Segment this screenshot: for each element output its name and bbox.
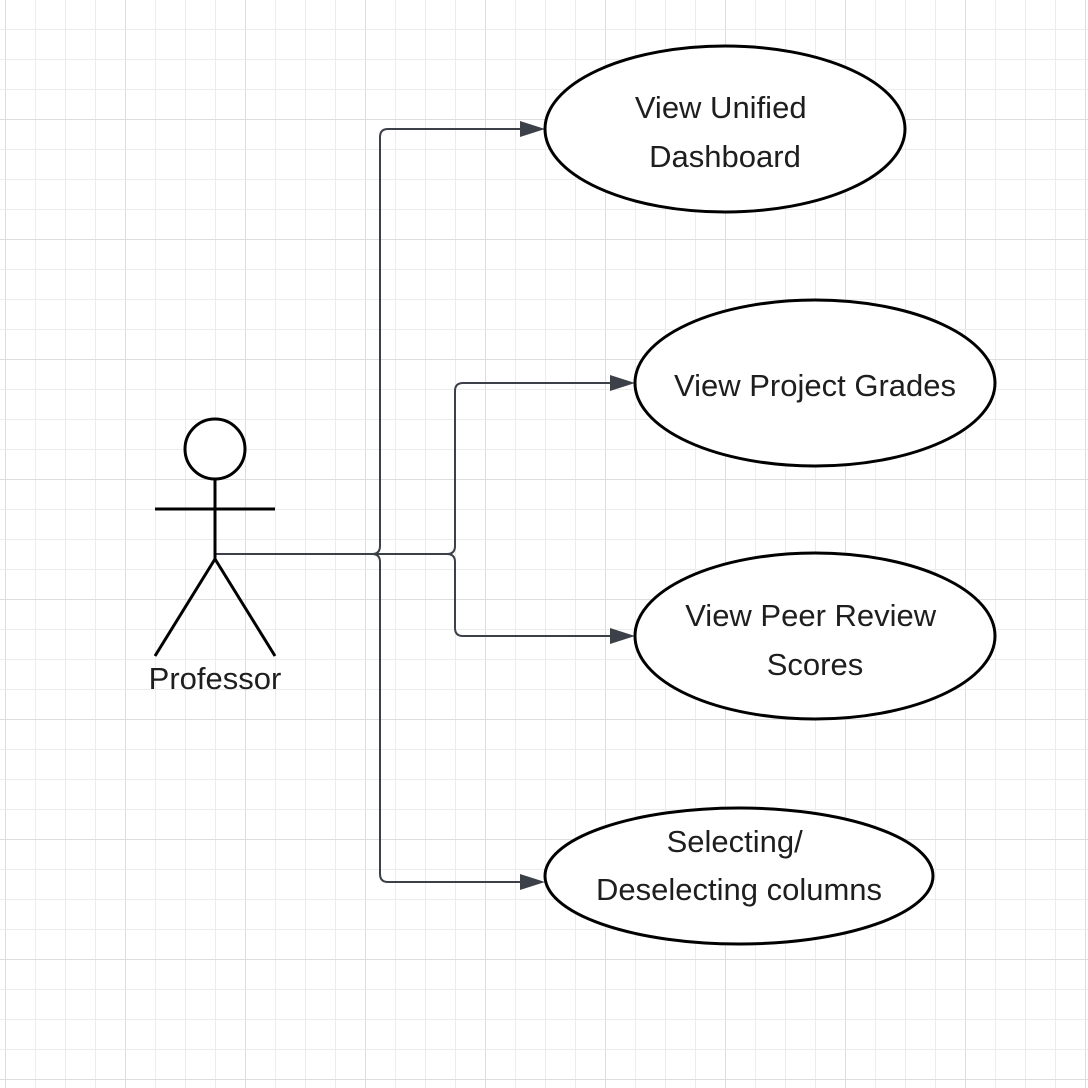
use-case-ellipse (543, 806, 935, 946)
use-case-view-unified-dashboard[interactable]: View Unified Dashboard (543, 44, 907, 214)
use-case-selecting-deselecting-columns[interactable]: Selecting/ Deselecting columns (543, 806, 935, 946)
use-case-label-line: View Peer Review (685, 598, 937, 633)
use-case-ellipse (633, 298, 997, 468)
associations (215, 121, 635, 890)
association-uc1[interactable] (215, 128, 522, 555)
arrowhead-uc3 (610, 628, 635, 644)
actor-head (183, 417, 247, 481)
use-case-label-line: View Project Grades (674, 368, 956, 403)
arrowhead-uc2 (610, 375, 635, 391)
arrowhead-uc4 (520, 874, 545, 890)
association-uc2[interactable] (215, 382, 612, 555)
association-uc3[interactable] (215, 553, 612, 637)
actor-label: Professor (149, 661, 282, 696)
use-case-label: View Project Grades (674, 368, 956, 403)
use-case-label: View Peer Review Scores (685, 598, 945, 682)
actor-right-leg (213, 558, 277, 657)
arrowhead-uc1 (520, 121, 545, 137)
use-case-label: Selecting/ Deselecting columns (596, 824, 882, 907)
use-case-label: View Unified Dashboard (635, 90, 815, 174)
association-uc4[interactable] (215, 553, 522, 883)
use-case-ellipse (543, 44, 907, 214)
use-case-view-project-grades[interactable]: View Project Grades (633, 298, 997, 468)
use-case-ellipse (633, 551, 997, 721)
use-case-label-line: View Unified (635, 90, 807, 125)
use-case-label-line: Dashboard (649, 139, 801, 174)
use-case-view-peer-review-scores[interactable]: View Peer Review Scores (633, 551, 997, 721)
actor-left-leg (153, 558, 217, 657)
stick-figure-icon (153, 417, 277, 657)
use-case-label-line: Scores (767, 647, 863, 682)
use-case-label-line: Selecting/ (667, 824, 804, 859)
use-case-label-line: Deselecting columns (596, 872, 882, 907)
actor-professor[interactable]: Professor (149, 417, 282, 696)
